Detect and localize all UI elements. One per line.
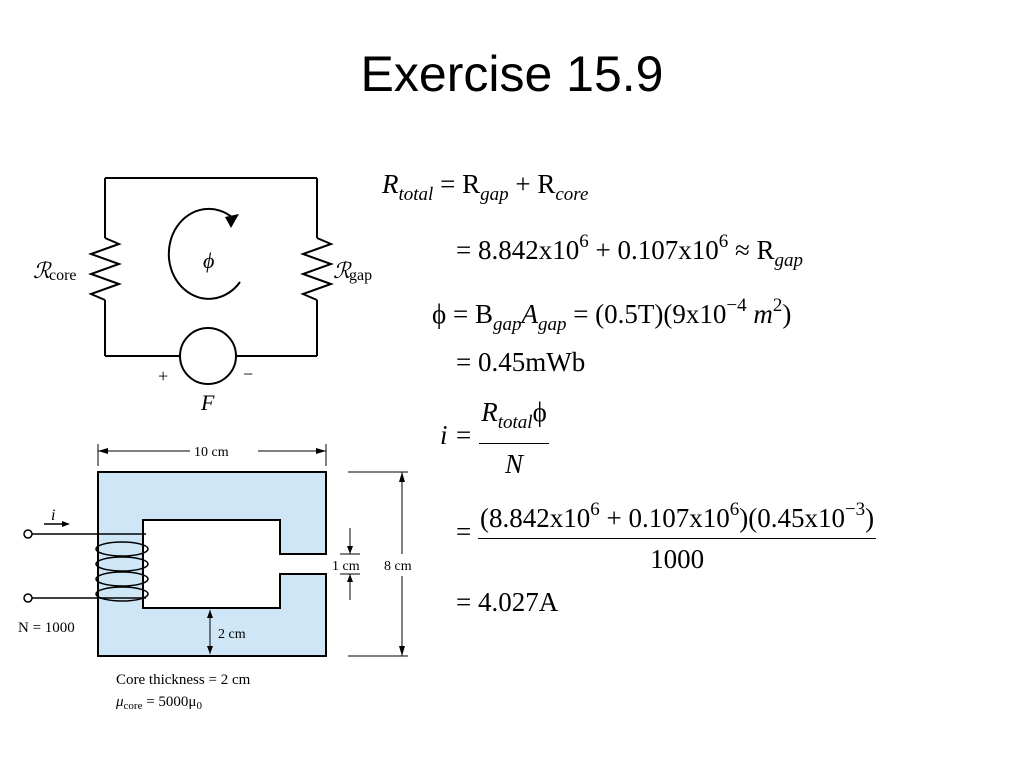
svg-text:gap: gap [349,267,372,284]
magnetic-circuit-diagram: ℛ core ℛ gap ϕ + − F [33,177,372,415]
turns-label: N = 1000 [18,620,75,636]
coil-turn [95,571,149,587]
equation-total-reluctance: Rtotal = Rgap + Rcore [382,169,589,205]
gap-label: 1 cm [332,559,360,574]
width-label: 10 cm [194,445,229,460]
flux-label: ϕ [203,248,214,273]
svg-text:core: core [49,267,77,284]
flux-arrow [167,207,241,300]
leg-label: 2 cm [218,627,246,642]
equation-flux: ϕ = BgapAgap = (0.5T)(9x10−4 m2) [432,295,792,335]
equation-flux-value: = 0.45mWb [456,347,586,377]
equation-current-result: = 4.027A [456,587,559,617]
equation-current-substitution: = (8.842x106 + 0.107x106)(0.45x10−3) 100… [456,494,877,575]
coil-turn [95,556,149,572]
mmf-label: F [200,390,215,415]
coil-turn [95,586,149,602]
terminal-top [23,529,33,539]
core-diagram: 10 cm 8 cm 1 cm 2 cm i N = 1000 Core thi… [18,444,412,712]
magnetic-core [97,471,327,657]
plus-sign: + [158,366,168,386]
gap-resistor-label: ℛ [333,258,352,283]
thickness-note: Core thickness = 2 cm [116,672,251,688]
resistor-core [88,237,122,301]
height-label: 8 cm [384,559,412,574]
permeability-note: μcore = 5000μ0 [115,694,202,712]
mmf-source [179,327,237,385]
current-arrowhead [62,521,70,527]
current-label: i [51,507,55,524]
terminal-bottom [23,593,33,603]
coil-turn [95,541,149,557]
core-resistor-label: ℛ [33,258,52,283]
minus-sign: − [243,364,253,384]
resistor-gap [300,237,334,301]
flux-arrowhead [225,214,239,228]
slide-title: Exercise 15.9 [360,46,664,102]
equation-current: i = Rtotalϕ N [440,397,549,479]
equation-total-reluctance-value: = 8.842x106 + 0.107x106 ≈ Rgap [456,231,804,271]
